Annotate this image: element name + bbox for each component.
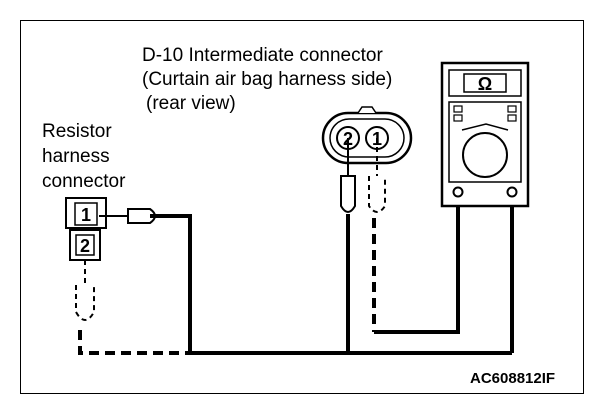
resistor-label-line2: harness <box>42 146 110 167</box>
meter-terminal-right <box>506 186 518 198</box>
resistor-label-line3: connector <box>42 171 126 192</box>
resistor-pin-2-label: 2 <box>80 236 90 256</box>
resistor-harness-connector: 1 2 <box>65 197 107 261</box>
figure-code: AC608812IF <box>470 370 556 387</box>
dashed-probe-resistor <box>75 260 190 355</box>
meter-terminal-left <box>452 186 464 198</box>
diagram-frame <box>20 20 584 394</box>
connector-view-label: (rear view) <box>146 93 236 114</box>
meter-lead-left <box>374 194 460 334</box>
dashed-probe-connector <box>368 138 386 332</box>
connector-side-label: (Curtain air bag harness side) <box>142 69 393 90</box>
resistor-label-line1: Resistor <box>42 121 112 142</box>
solid-probe-connector <box>340 138 356 353</box>
ohm-symbol: Ω <box>478 74 492 94</box>
rotary-dial <box>462 132 508 178</box>
connector-title: D-10 Intermediate connector <box>142 45 383 66</box>
resistor-pin-1-label: 1 <box>81 205 91 225</box>
solid-probe-resistor <box>99 208 192 353</box>
ohmmeter: Ω <box>440 61 530 208</box>
d10-intermediate-connector: 2 1 <box>321 106 413 165</box>
